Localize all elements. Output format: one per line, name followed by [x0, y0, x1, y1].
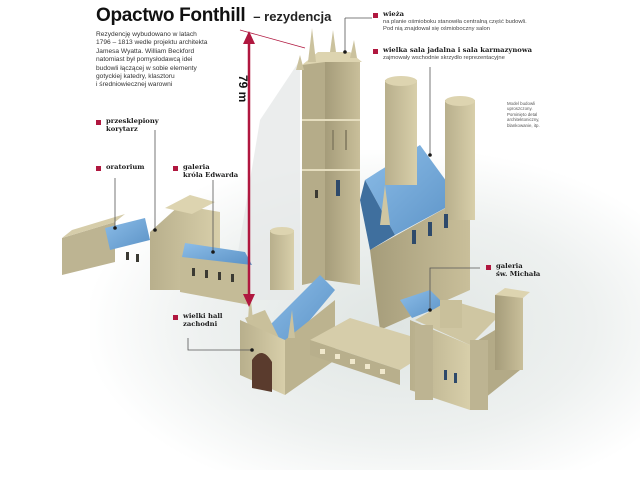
height-arrow: [239, 29, 306, 307]
note-line: uproszczony.: [507, 106, 533, 112]
bullet-icon: [96, 120, 101, 125]
label-title: galeria: [496, 262, 523, 270]
intro-line: Jamesa Wyatta. William Beckford: [96, 47, 195, 55]
bullet-icon: [173, 166, 178, 171]
turret: [270, 230, 294, 290]
st-michael-wing: [400, 288, 530, 410]
label-desc: na planie ośmioboku stanowiła centralną …: [383, 18, 527, 25]
bullet-icon: [486, 265, 491, 270]
label-tower: wieża na planie ośmioboku stanowiła cent…: [373, 10, 527, 33]
label-west-hall: wielki hall zachodni: [173, 312, 223, 328]
se-tower-1: [415, 325, 433, 400]
label-title: przesklepiony: [106, 117, 159, 125]
intro-line: gotyckiej katedry, klasztoru: [96, 73, 175, 81]
label-title: wieża: [383, 10, 405, 18]
label-title: św. Michała: [496, 269, 541, 278]
intro-text: Rezydencję wybudowano w latach 1796 – 18…: [96, 31, 256, 90]
note-line: Model budowli: [507, 101, 536, 106]
intro-line: i średniowiecznej warowni: [96, 81, 173, 89]
title-sub: – rezydencja: [253, 9, 332, 24]
label-dining-hall: wielka sala jadalna i sala karmazynowa z…: [373, 46, 533, 62]
intro-line: budowli łączącej w sobie elementy: [96, 64, 197, 72]
label-vaulted-corridor: przesklepiony korytarz: [96, 117, 159, 133]
dining-hall-wall: [370, 200, 470, 330]
label-edward-gallery: galeria króla Edwarda: [173, 163, 239, 179]
west-door: [252, 352, 272, 392]
label-title: galeria: [183, 163, 210, 171]
bullet-icon: [96, 166, 101, 171]
intro-line: natomiast był pomysłodawcą idei: [96, 56, 193, 64]
title-main: Opactwo Fonthill: [96, 5, 246, 26]
note-line: Pominięto detal: [507, 111, 538, 117]
height-value: 79 m: [236, 75, 250, 103]
label-desc: Pod nią znajdował się ośmioboczny salon: [383, 26, 490, 32]
bullet-icon: [173, 315, 178, 320]
east-wing: [360, 76, 475, 330]
tower-top: [302, 52, 362, 65]
model-note: Model budowli uproszczony. Pominięto det…: [507, 101, 567, 128]
se-tower-2: [470, 340, 488, 410]
west-wing: [62, 195, 252, 305]
note-line: architektoniczny,: [507, 117, 540, 123]
central-tower: [296, 28, 362, 285]
edward-gallery-wall: [180, 255, 250, 305]
tower-right-face: [325, 60, 360, 285]
intro-line: 1796 – 1813 wedle projektu architekta: [96, 39, 208, 47]
bullet-icon: [373, 13, 378, 18]
oratory-roof: [105, 218, 150, 250]
label-title: wielki hall: [183, 312, 223, 320]
tower-left-face: [302, 60, 325, 285]
leader-michael: [429, 267, 480, 310]
bullet-icon: [373, 49, 378, 54]
label-title: zachodni: [183, 319, 218, 328]
label-title: króla Edwarda: [183, 170, 239, 179]
east-tower-2: [445, 100, 475, 220]
west-hall-roof: [265, 275, 335, 350]
oratory-block: [62, 222, 115, 275]
label-title: korytarz: [106, 124, 138, 133]
page-title: Opactwo Fonthill – rezydencja: [96, 5, 331, 27]
note-line: blankowanie, itp.: [507, 122, 540, 128]
cloister: [310, 318, 440, 385]
label-title: oratorium: [106, 163, 145, 171]
leader-west-hall: [187, 338, 252, 351]
label-desc: zajmowały wschodnie skrzydło reprezentac…: [383, 54, 505, 61]
east-tower-1: [385, 80, 417, 185]
label-oratory: oratorium: [96, 163, 145, 172]
michael-gallery-roof: [400, 290, 445, 318]
edward-gallery-roof: [182, 243, 252, 265]
label-michael-gallery: galeria św. Michała: [486, 262, 541, 278]
se-tower-3: [495, 295, 523, 370]
label-title: wielka sala jadalna i sala karmazynowa: [383, 46, 533, 54]
intro-line: Rezydencję wybudowano w latach: [96, 31, 197, 38]
